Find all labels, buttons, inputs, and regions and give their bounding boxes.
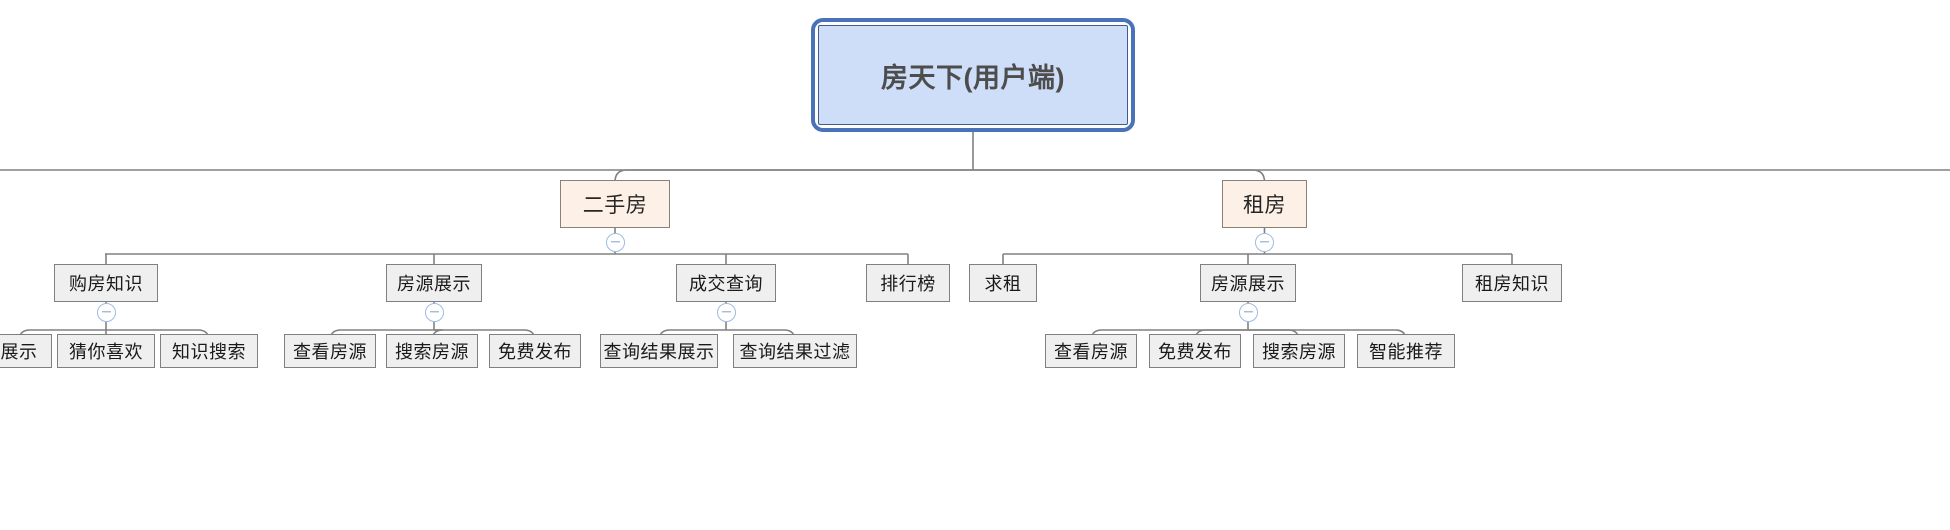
collapse-toggle-icon[interactable] [424, 302, 444, 322]
level4-node-10[interactable]: 搜索房源 [1253, 334, 1345, 368]
level2-node-1[interactable]: 租房 [1222, 180, 1307, 228]
level3-node-6[interactable]: 租房知识 [1462, 264, 1562, 302]
collapse-toggle-icon[interactable] [1254, 232, 1274, 252]
level3-node-0[interactable]: 购房知识 [54, 264, 158, 302]
level3-node-4[interactable]: 求租 [969, 264, 1037, 302]
level4-node-2[interactable]: 知识搜索 [160, 334, 258, 368]
root-node[interactable]: 房天下(用户端) [818, 25, 1128, 125]
level4-node-3[interactable]: 查看房源 [284, 334, 376, 368]
level4-node-8[interactable]: 查看房源 [1045, 334, 1137, 368]
level4-node-6[interactable]: 查询结果展示 [600, 334, 718, 368]
collapse-toggle-icon[interactable] [1238, 302, 1258, 322]
level4-node-1[interactable]: 猜你喜欢 [57, 334, 155, 368]
level3-node-2[interactable]: 成交查询 [676, 264, 776, 302]
level4-node-0[interactable]: 展示 [0, 334, 52, 368]
level4-node-4[interactable]: 搜索房源 [386, 334, 478, 368]
level3-node-3[interactable]: 排行榜 [866, 264, 950, 302]
level4-node-5[interactable]: 免费发布 [489, 334, 581, 368]
level2-node-0[interactable]: 二手房 [560, 180, 670, 228]
collapse-toggle-icon[interactable] [716, 302, 736, 322]
collapse-toggle-icon[interactable] [605, 232, 625, 252]
level4-node-11[interactable]: 智能推荐 [1357, 334, 1455, 368]
level3-node-1[interactable]: 房源展示 [386, 264, 482, 302]
level4-node-9[interactable]: 免费发布 [1149, 334, 1241, 368]
level4-node-7[interactable]: 查询结果过滤 [733, 334, 857, 368]
collapse-toggle-icon[interactable] [96, 302, 116, 322]
level3-node-5[interactable]: 房源展示 [1200, 264, 1296, 302]
